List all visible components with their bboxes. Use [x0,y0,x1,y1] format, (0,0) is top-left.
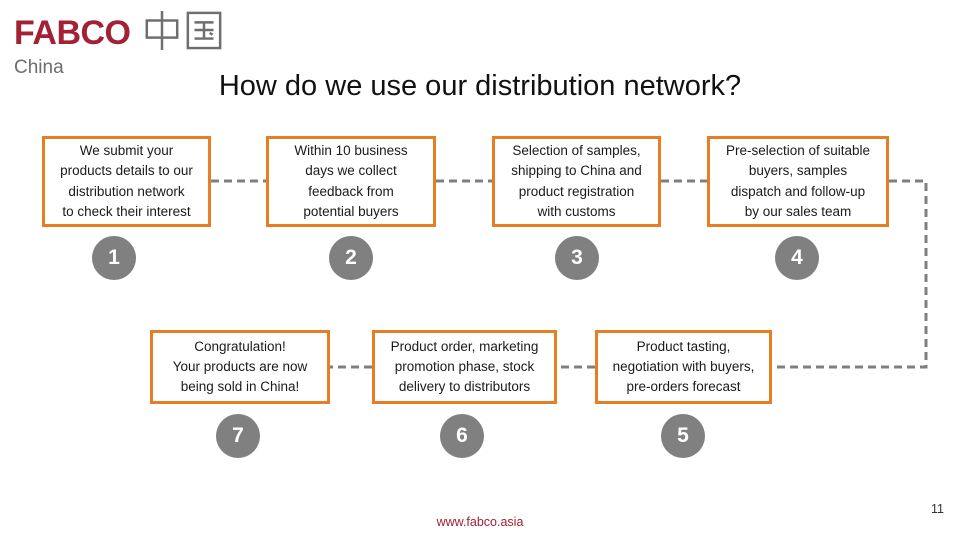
step-number-4: 4 [775,236,819,280]
cjk-zhong-glyph [145,11,179,50]
step-number-6: 6 [440,414,484,458]
step-box-5: Product tasting, negotiation with buyers… [595,330,772,404]
logo-brand-text: FABCO [14,14,131,52]
step-box-4: Pre-selection of suitable buyers, sample… [707,136,889,227]
step-box-7: Congratulation! Your products are now be… [150,330,330,404]
step-number-1: 1 [92,236,136,280]
step-number-5: 5 [661,414,705,458]
logo-cjk-characters [143,8,223,57]
cjk-guo-glyph [187,11,222,50]
website-link[interactable]: www.fabco.asia [436,515,524,529]
step-box-6: Product order, marketing promotion phase… [372,330,557,404]
logo: FABCO China [14,8,223,77]
step-box-3: Selection of samples, shipping to China … [492,136,661,227]
step-number-7: 7 [216,414,260,458]
logo-subtitle: China [14,57,64,78]
page-number: 11 [931,502,944,516]
step-box-2: Within 10 business days we collect feedb… [266,136,436,227]
step-number-2: 2 [329,236,373,280]
step-box-1: We submit your products details to our d… [42,136,211,227]
page-title: How do we use our distribution network? [218,70,742,102]
step-number-3: 3 [555,236,599,280]
